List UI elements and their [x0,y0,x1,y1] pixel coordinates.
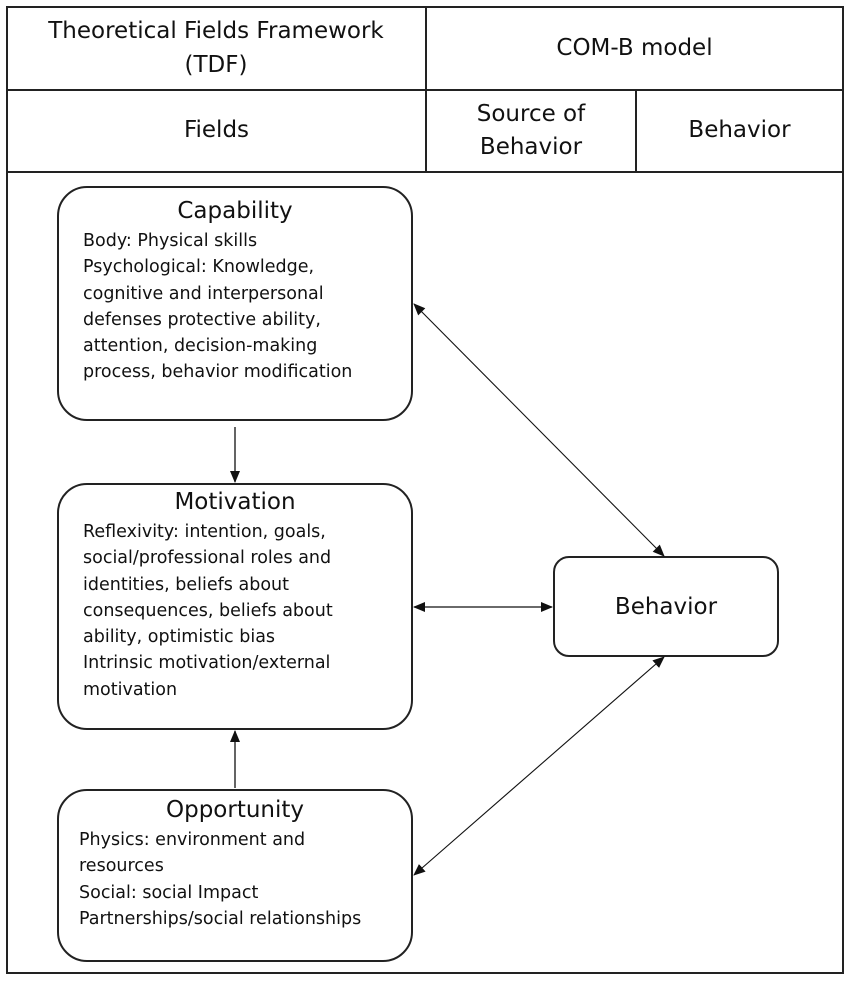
capability-line: process, behavior modification [83,362,353,383]
capability-line: Psychological: Knowledge, [83,257,315,278]
motivation-line: Reflexivity: intention, goals, [83,522,326,542]
motivation-title: Motivation [174,489,296,515]
capability-line: cognitive and interpersonal [83,283,324,304]
motivation-line: motivation [83,679,178,700]
behavior-label: Behavior [614,593,718,620]
capability-line: Body: Physical skills [83,231,258,251]
opportunity-box: Opportunity Physics: environment and res… [57,789,413,962]
arrow-capability-behavior [413,303,665,557]
capability-box: Capability Body: Physical skills Psychol… [57,186,413,421]
motivation-line: social/professional roles and [83,548,332,569]
opportunity-line: Social: social Impact [79,882,259,903]
motivation-line: identities, beliefs about [83,574,289,595]
opportunity-title: Opportunity [165,797,305,823]
header-divider-2 [6,171,844,173]
motivation-line: consequences, beliefs about [83,600,333,621]
motivation-line: Intrinsic motivation/external [83,653,331,674]
arrow-opportunity-behavior [413,656,665,876]
behavior-box: Behavior [553,556,779,657]
capability-title: Capability [177,198,293,224]
motivation-line: ability, optimistic bias [83,627,276,647]
capability-line: attention, decision-making [83,336,318,356]
opportunity-line: Partnerships/social relationships [79,908,362,929]
capability-description: Body: Physical skills Psychological: Kno… [59,228,411,386]
opportunity-description: Physics: environment and resources Socia… [59,827,411,932]
source-of-behavior-header: Source of Behavior [476,100,586,160]
column-divider-sub [635,89,637,172]
opportunity-line: Physics: environment and [79,830,306,850]
fields-header: Fields [183,117,250,144]
comb-header: COM-B model [556,34,713,61]
column-divider-main [425,6,427,172]
capability-line: defenses protective ability, [83,309,321,330]
opportunity-line: resources [79,856,164,877]
behavior-header: Behavior [688,117,791,144]
motivation-description: Reflexivity: intention, goals, social/pr… [59,519,411,703]
tdf-header: Theoretical Fields Framework (TDF) [48,18,384,78]
motivation-box: Motivation Reflexivity: intention, goals… [57,483,413,730]
